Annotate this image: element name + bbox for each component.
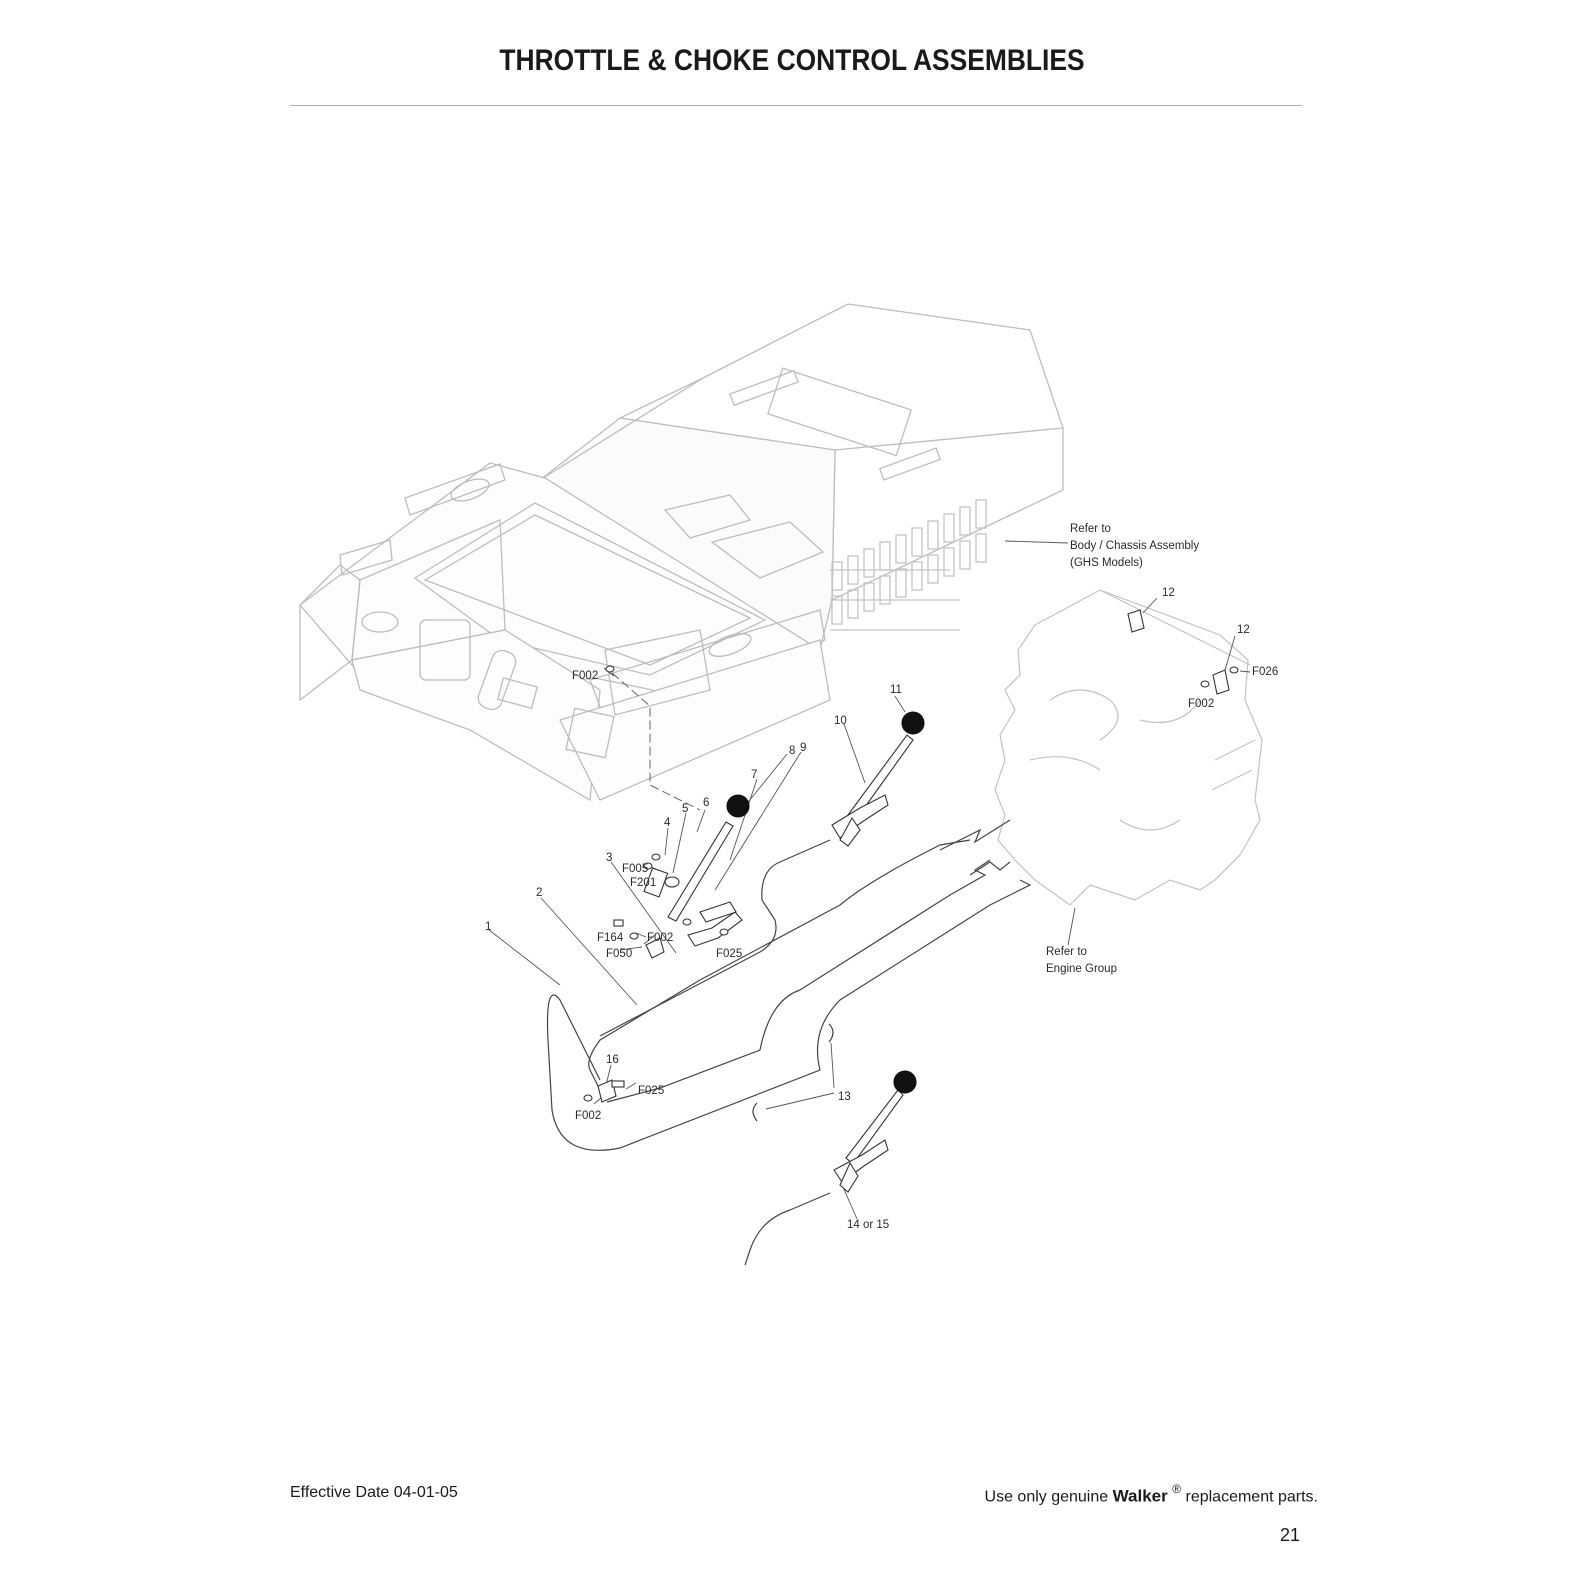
refer-body-line2: Body / Chassis Assembly <box>1070 540 1199 552</box>
callout-7: 7 <box>751 769 757 781</box>
footer-suffix: replacement parts. <box>1185 1488 1318 1506</box>
callout-f164: F164 <box>597 932 624 944</box>
callout-2: 2 <box>536 887 542 899</box>
callout-5: 5 <box>682 803 688 815</box>
page-title: THROTTLE & CHOKE CONTROL ASSEMBLIES <box>499 44 1085 77</box>
callout-10: 10 <box>834 715 847 727</box>
callout-8: 8 <box>789 745 795 757</box>
callout-9: 9 <box>800 742 806 754</box>
callout-3: 3 <box>606 852 612 864</box>
callout-6: 6 <box>703 797 709 809</box>
callout-f025-low: F025 <box>638 1085 664 1097</box>
callout-12b: 12 <box>1237 624 1250 636</box>
lever-assemblies <box>583 609 1239 1193</box>
refer-engine-line2: Engine Group <box>1046 963 1117 975</box>
callout-f005: F005 <box>622 863 648 875</box>
footer-prefix: Use only genuine <box>984 1488 1109 1506</box>
callout-f201: F201 <box>630 877 656 889</box>
title-divider <box>290 105 1302 106</box>
refer-engine-line1: Refer to <box>1046 946 1087 958</box>
callout-13: 13 <box>838 1091 851 1103</box>
callout-f002-low: F002 <box>575 1110 601 1122</box>
knob-11-icon <box>901 711 925 735</box>
callout-f026: F026 <box>1252 666 1278 678</box>
callout-f002-top: F002 <box>572 670 598 682</box>
callout-14-or-15: 14 or 15 <box>847 1219 889 1231</box>
callout-f002-right: F002 <box>1188 698 1214 710</box>
callout-f002-mid: F002 <box>647 932 673 944</box>
callout-f025-mid: F025 <box>716 948 742 960</box>
callout-16: 16 <box>606 1054 619 1066</box>
refer-body-line1: Refer to <box>1070 523 1111 535</box>
callout-f050: F050 <box>606 948 632 960</box>
callout-labels: Refer to Body / Chassis Assembly (GHS Mo… <box>485 523 1278 1231</box>
footer-brand: Walker <box>1112 1486 1168 1506</box>
knob-lower-icon <box>893 1070 917 1094</box>
refer-body-line3: (GHS Models) <box>1070 557 1143 569</box>
engine-drawing <box>994 589 1263 906</box>
callout-1: 1 <box>485 921 491 933</box>
registered-mark: ® <box>1172 1482 1182 1496</box>
effective-date: Effective Date 04-01-05 <box>290 1484 458 1501</box>
leader-lines <box>488 540 1251 1220</box>
page-number: 21 <box>1280 1525 1301 1545</box>
callout-12a: 12 <box>1162 587 1175 599</box>
callout-4: 4 <box>664 817 671 829</box>
footer-genuine-parts: Use only genuine Walker ® replacement pa… <box>984 1482 1318 1506</box>
callout-11: 11 <box>890 684 902 696</box>
body-chassis-drawing <box>299 303 1064 802</box>
cables <box>546 819 1032 1266</box>
knob-7-icon <box>726 794 750 818</box>
